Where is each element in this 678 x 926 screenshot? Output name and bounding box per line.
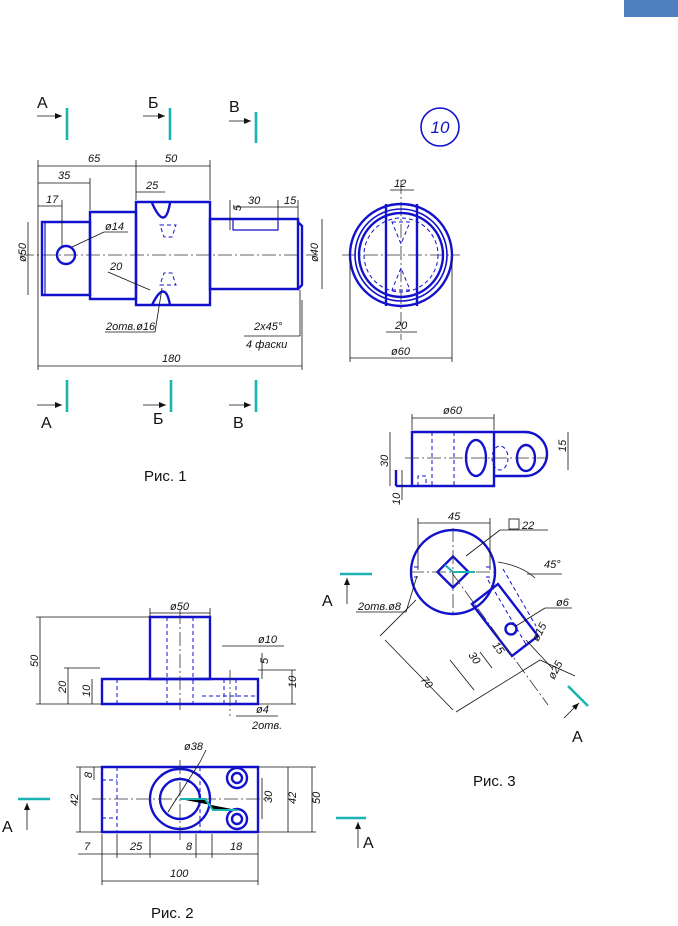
section-letter: Б	[148, 95, 159, 112]
dim-label: 45°	[544, 559, 561, 571]
dim-label: 4 фаски	[246, 339, 287, 351]
dim-label: 20	[109, 261, 123, 273]
section-mark-fig2-right: А	[336, 816, 374, 852]
figure-caption: Рис. 2	[151, 905, 194, 922]
dim-label: ø60	[391, 346, 411, 358]
dim-label: 17	[46, 194, 59, 206]
dim-label: 20	[57, 680, 69, 694]
dim-label: 2отв.ø16	[105, 321, 156, 333]
dim-label: 50	[165, 153, 178, 165]
dim-label: 15	[557, 439, 569, 452]
fig1-dimensions: 65 50 35 25 17 30 15 5 ø50 ø14 20 ø4	[17, 153, 323, 370]
dim-label: 25	[145, 180, 159, 192]
dim-label: 10	[391, 492, 403, 505]
dim-label: ø15	[530, 620, 550, 643]
shaft-front-view	[20, 200, 318, 307]
section-mark-v-top: В	[229, 99, 258, 143]
figure-2: ø50 ø10 50 20 10 5 10 ø4 2отв.	[2, 601, 374, 922]
dim-label: 50	[29, 654, 41, 667]
figure-caption: Рис. 1	[144, 468, 187, 485]
shaft-side-view: 12 20 ø60	[342, 178, 460, 362]
dim-label: 8	[186, 841, 193, 853]
dim-label: 180	[162, 353, 181, 365]
figure-1: А Б В	[17, 95, 460, 485]
dim-label: 22	[521, 520, 534, 532]
dim-label: 5	[259, 657, 271, 664]
section-mark-b-bottom: Б	[143, 380, 173, 428]
dim-label: 10	[287, 675, 299, 688]
dim-label: ø50	[170, 601, 190, 613]
dim-label: 65	[88, 153, 101, 165]
dim-label: 50	[311, 791, 323, 804]
dim-label: ø60	[443, 405, 463, 417]
dim-label: ø38	[184, 741, 204, 753]
section-mark-a-bottom: А	[37, 380, 69, 432]
dim-label: 42	[69, 794, 81, 806]
fig2-plan-view: ø38 8 42 30 42 50 7 25 8 18	[69, 741, 323, 885]
section-mark-b-top: Б	[143, 95, 172, 140]
dim-label: 20	[394, 320, 408, 332]
dim-label: ø25	[546, 658, 566, 681]
figure-caption: Рис. 3	[473, 773, 516, 790]
dim-label: 2отв.ø8	[357, 601, 402, 613]
dim-label: ø40	[309, 242, 321, 262]
dim-label: 18	[230, 841, 243, 853]
dim-label: 15	[284, 195, 297, 207]
section-letter: В	[229, 99, 240, 116]
dim-label: 2отв.	[251, 720, 282, 732]
dim-label: 25	[129, 841, 143, 853]
dim-label: ø50	[17, 242, 29, 262]
dim-label: 5	[232, 204, 244, 211]
dim-label: 30	[263, 790, 275, 803]
header-accent-bar	[624, 0, 678, 17]
dim-label: 12	[394, 178, 406, 190]
dim-label: ø10	[258, 634, 278, 646]
section-letter: А	[363, 835, 374, 852]
dim-label: ø6	[556, 597, 570, 609]
section-mark-fig3-left: А	[322, 572, 372, 610]
section-letter: Б	[153, 411, 164, 428]
section-mark-a-top: А	[37, 95, 69, 140]
dim-label: 42	[287, 792, 299, 804]
fig2-front-view: ø50 ø10 50 20 10 5 10 ø4 2отв.	[29, 601, 299, 732]
dim-label: ø4	[256, 704, 269, 716]
dim-label: 10	[81, 684, 93, 697]
section-letter: А	[37, 95, 48, 112]
section-letter: А	[322, 593, 333, 610]
fig3-top-view: ø60 30 15 10	[379, 405, 569, 505]
figure-3: ø60 30 15 10 45	[322, 405, 589, 790]
variant-badge: 10	[420, 107, 460, 147]
section-mark-fig3-right: А	[563, 685, 589, 746]
dim-label: 2x45°	[253, 321, 283, 333]
dim-label: 30	[379, 454, 391, 467]
section-mark-fig2-left: А	[2, 797, 50, 836]
variant-number: 10	[431, 118, 450, 137]
dim-label: 35	[58, 170, 71, 182]
dim-label: 30	[248, 195, 261, 207]
dim-label: 100	[170, 868, 189, 880]
section-mark-v-bottom: В	[229, 380, 258, 432]
fig3-plan-view: 45 22 45° 2отв.ø8 ø6 70 30 15 ø15	[356, 511, 576, 713]
section-letter: В	[233, 415, 244, 432]
dim-label: 8	[83, 771, 95, 778]
section-letter: А	[41, 415, 52, 432]
section-letter: А	[572, 729, 583, 746]
section-letter: А	[2, 819, 13, 836]
dim-label: 15	[490, 640, 507, 658]
dim-label: 7	[84, 841, 91, 853]
dim-label: ø14	[105, 221, 124, 233]
dim-label: 45	[448, 511, 461, 523]
